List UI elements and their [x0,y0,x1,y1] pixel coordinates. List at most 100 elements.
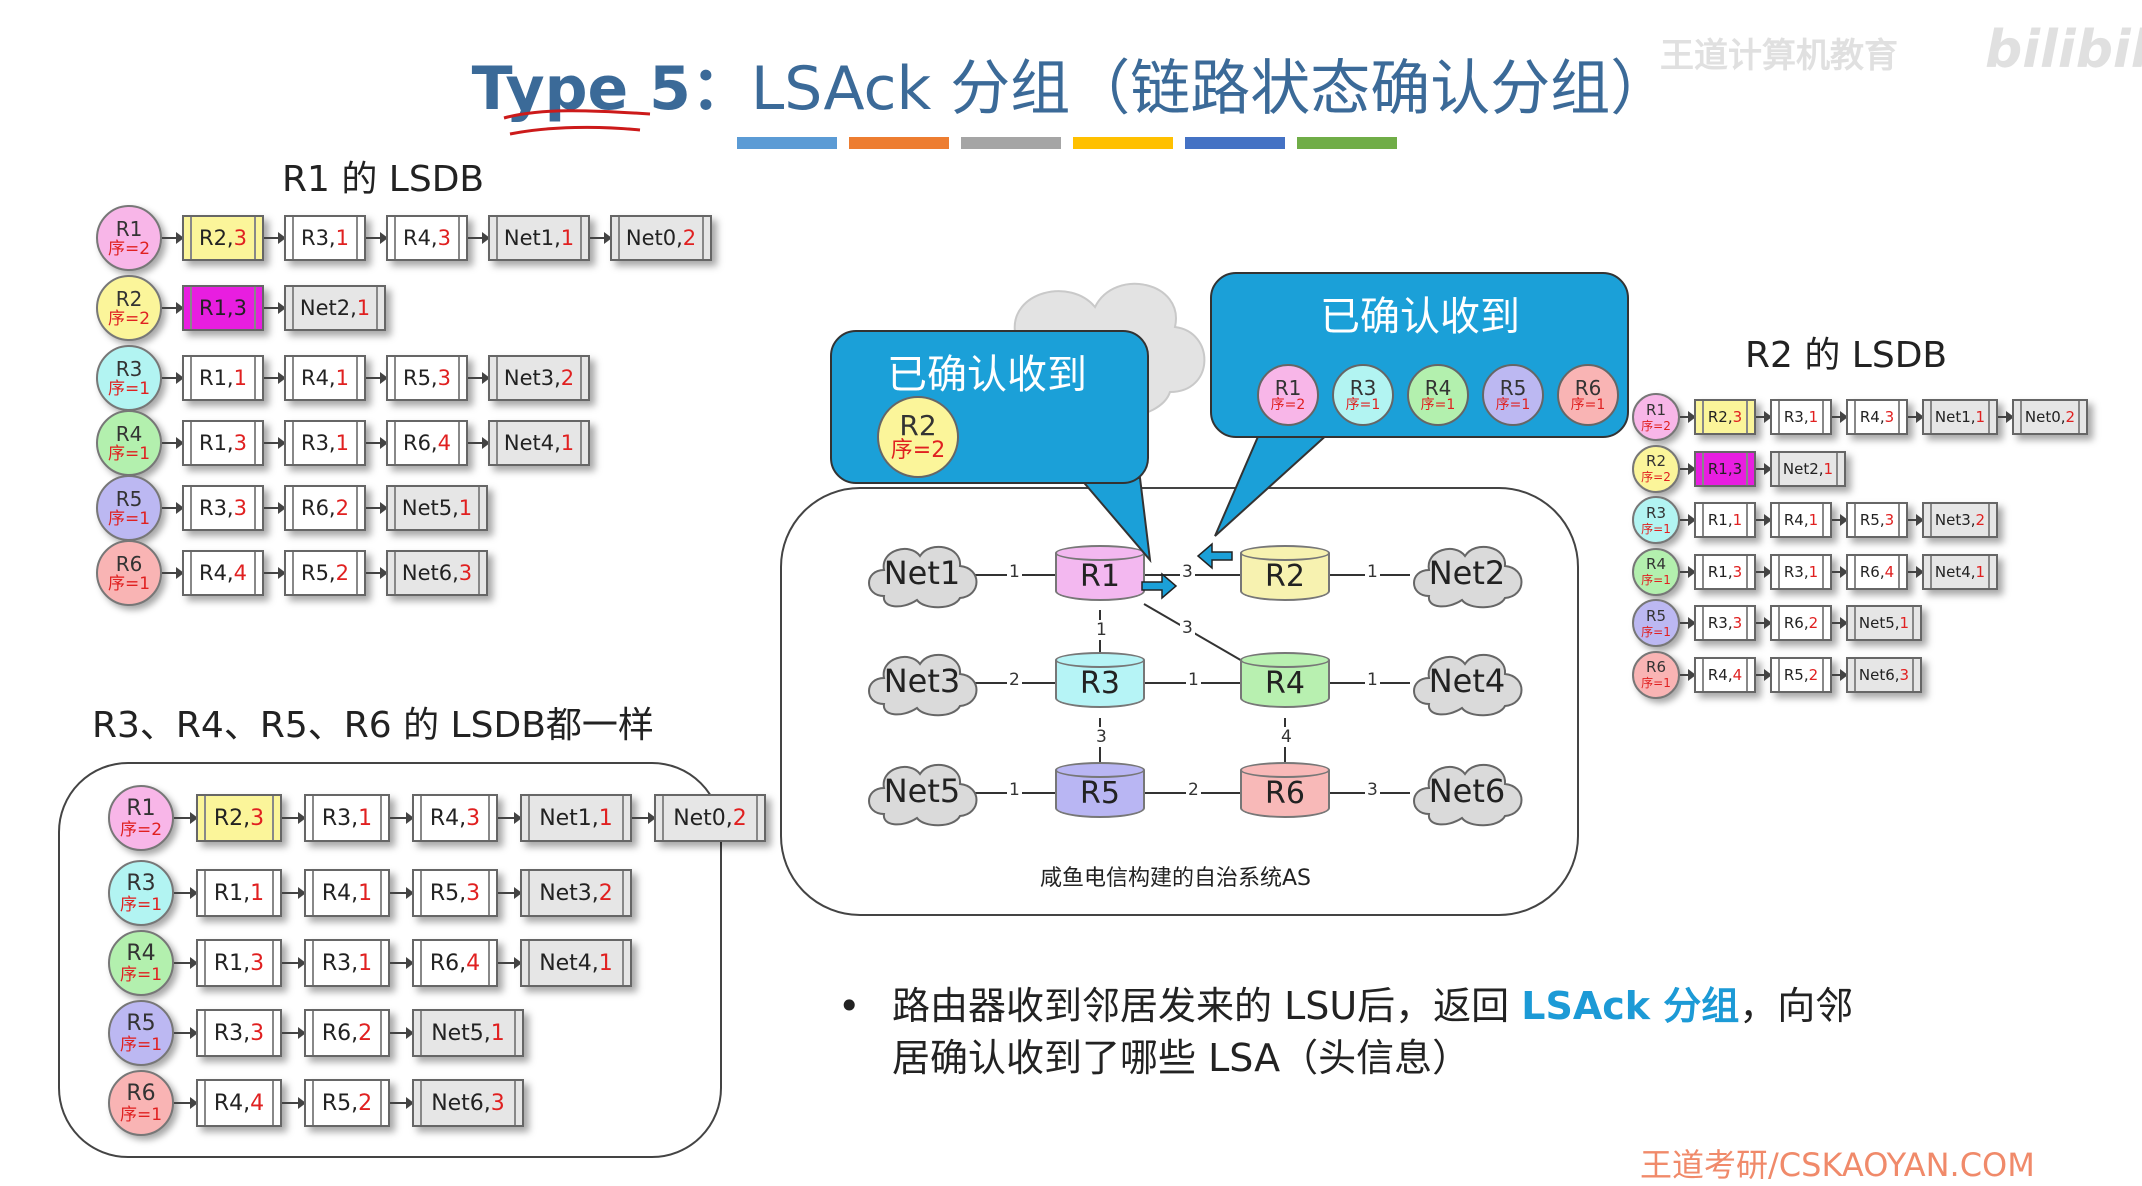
lsdb-link-arrow [498,812,522,824]
lsdb-cell-r2: R2, 3 [1694,399,1756,435]
others-lsdb-frame [58,762,722,1158]
lsdb-cell-neighbor: R1, [1707,562,1733,581]
lsdb-head-seq: 序=2 [1641,418,1671,433]
cloud-label: Net3 [883,662,961,700]
lsdb-cell-r4: R4, 1 [1770,502,1832,538]
lsdb-link-arrow [1680,617,1696,629]
lsdb-cell-r5: R5, 2 [304,1079,390,1127]
lsdb-cell-cost: 1 [250,880,265,906]
lsdb-link-arrow [174,887,198,899]
lsdb-cell-neighbor: R6, [429,950,467,976]
lsdb-head-name: R4 [1646,555,1666,573]
color-bar-segment [737,137,837,149]
lsdb-link-arrow [390,1027,414,1039]
lsdb-cell-r3: R3, 1 [284,215,366,261]
as-label: 咸鱼电信构建的自治系统AS [1040,866,1312,891]
lsdb-link-arrow [390,812,414,824]
lsdb-link-arrow [468,437,490,449]
ack-item-seq: 序=2 [1270,397,1306,413]
lsdb-cell-cost: 3 [1732,562,1743,581]
ack-bubble-right-title: 已确认收到 [1320,294,1520,340]
lsdb-cell-cost: 2 [1975,511,1986,529]
lsdb-cell-r1: R1, 3 [1694,553,1756,590]
lsdb-cell-neighbor: R4, [1859,408,1885,426]
lsdb-cell-cost: 3 [466,805,481,831]
lsdb-cell-cost: 3 [458,561,473,585]
lsdb-cell-neighbor: R4, [402,226,438,250]
lsdb-cell-cost: 3 [1732,408,1743,426]
lsdb-link-arrow [1680,514,1696,526]
bullet-highlight: LSAck 分组 [1521,984,1740,1028]
lsdb-head-seq: 序=1 [1641,521,1671,536]
lsdb-cell-neighbor: Net0, [625,226,683,250]
lsdb-cell-r4: R4, 4 [1694,656,1756,693]
lsdb-cell-r1: R1, 1 [1694,502,1756,538]
lsdb-cell-r2: R2, 3 [182,215,264,261]
lsdb-cell-r4: R4, 1 [284,355,366,401]
lsdb-cell-r5: R5, 3 [412,869,498,917]
lsdb-cell-r3: R3, 1 [1770,553,1832,590]
lsdb-head-seq: 序=1 [107,508,151,529]
lsdb-head-seq: 序=1 [119,1034,163,1055]
lsdb-cell-neighbor: R4, [321,880,359,906]
lsdb-cell-net1: Net1, 1 [488,215,590,261]
lsdb-cell-neighbor: Net4, [1934,562,1976,581]
lsdb-cell-net3: Net3, 2 [1922,502,1998,538]
lsdb-cell-cost: 2 [682,226,697,250]
lsdb-cell-neighbor: Net4, [539,950,599,976]
lsdb-cell-net6: Net6, 3 [412,1079,524,1127]
page-title: Type 5：LSAck 分组（链路状态确认分组） [0,40,2142,127]
lsdb-head-name: R4 [115,421,143,446]
router-r1: R1 [1055,545,1145,605]
lsdb-link-arrow [366,502,388,514]
lsdb-cell-cost: 4 [233,561,247,585]
lsdb-head-seq: 序=1 [119,1104,163,1125]
lsdb-cell-neighbor: R1, [198,366,234,390]
lsdb-cell-r4: R4, 3 [412,794,498,842]
lsdb-cell-cost: 1 [1823,459,1834,478]
bullet-marker: • [838,984,861,1028]
lsdb-cell-cost: 1 [598,950,613,976]
lsdb-cell-cost: 3 [1732,459,1743,478]
lsdb-cell-neighbor: R6, [1783,614,1809,632]
lsdb-cell-cost: 1 [490,1020,505,1046]
lsdb-cell-cost: 2 [732,805,747,831]
lsdb-cell-r2: R2, 3 [196,794,282,842]
lsdb-head-seq: 序=1 [107,443,151,464]
lsdb-cell-r6: R6, 4 [1846,553,1908,590]
lsdb-link-arrow [366,232,388,244]
lsdb-cell-r5: R5, 3 [386,355,468,401]
lsdb-cell-r4: R4, 3 [386,215,468,261]
cloud-net5: Net5 [862,756,982,827]
ack-item-name: R6 [1574,376,1602,400]
lsdb-link-arrow [162,437,184,449]
lsdb-cell-neighbor: R3, [300,226,336,250]
lsdb-cell-cost: 1 [1732,511,1743,529]
lsdb-cell-cost: 1 [1808,511,1819,529]
lsdb-cell-r5: R5, 2 [284,550,366,596]
lsdb-cell-cost: 2 [335,561,349,585]
lsdb-head-seq: 序=1 [119,894,163,915]
lsdb-cell-neighbor: Net1, [539,805,599,831]
lsdb-head-seq: 序=1 [119,964,163,985]
lsdb-link-arrow [162,567,184,579]
lsdb-link-arrow [1756,668,1772,681]
lsdb-link-arrow [1832,411,1848,423]
color-bar-segment [961,137,1061,149]
lsdb-cell-cost: 3 [437,366,451,390]
lsdb-cell-cost: 1 [335,431,349,455]
r2-lsdb-label: R2 的 LSDB [1745,335,1948,376]
ack-item-seq: 序=2 [890,438,946,463]
lsdb-cell-net0: Net0, 2 [2012,399,2088,435]
ack-item-name: R3 [1349,376,1377,400]
lsdb-cell-r4: R4, 3 [1846,399,1908,435]
color-bar-segment [849,137,949,149]
lsdb-cell-r1: R1, 3 [182,285,264,331]
lsdb-cell-cost: 3 [1884,511,1895,529]
